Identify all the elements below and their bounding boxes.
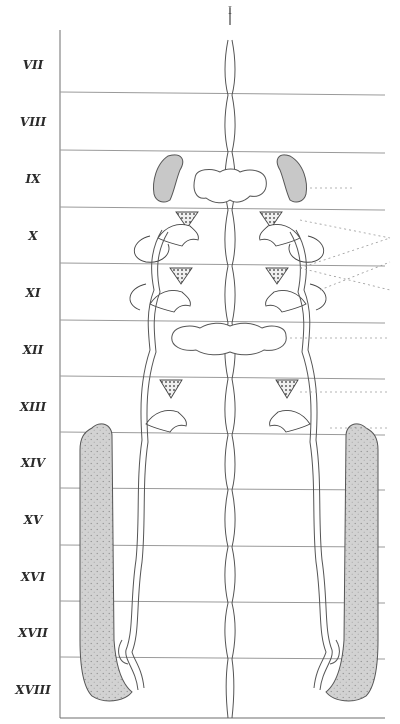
leader-line [300, 268, 390, 290]
lateral-ducts [119, 230, 340, 690]
left-funnel-organ [146, 411, 186, 433]
right-dotted-body [266, 268, 288, 284]
segment-label-x: X [8, 229, 58, 243]
separator-line [60, 207, 385, 210]
segment-label-xv: XV [8, 513, 58, 527]
cord-right-line [232, 40, 235, 718]
leader-line [300, 238, 390, 268]
left-funnel-organ [150, 291, 190, 313]
right-funnel-organ [260, 225, 300, 247]
segment-label-xviii: XVIII [8, 683, 58, 697]
lateral-sacs [80, 424, 378, 701]
segment-ix-organs [154, 155, 307, 203]
right-funnel-organ [266, 291, 306, 313]
right-dotted-body [276, 380, 298, 398]
left-loop [130, 284, 146, 310]
left-duct-hook [119, 640, 128, 664]
leader-line [300, 220, 390, 238]
ganglion-ix [194, 169, 266, 203]
separator-line [60, 92, 385, 95]
right-duct-hook [330, 640, 339, 664]
left-stippled-sac [80, 424, 132, 701]
right-loop [310, 284, 326, 310]
top-marker-label: I [228, 6, 232, 17]
segment-label-xi: XI [8, 286, 58, 300]
separator-line [60, 263, 385, 266]
ventral-nerve-cord [225, 40, 235, 718]
right-club-organ [277, 155, 306, 202]
segment-label-ix: IX [8, 172, 58, 186]
right-stippled-sac [326, 424, 378, 701]
segment-xiii-organs [146, 380, 310, 432]
segment-label-xvi: XVI [8, 570, 58, 584]
separator-line [60, 320, 385, 323]
right-funnel-organ [270, 411, 310, 433]
cord-left-line [225, 40, 228, 718]
left-dotted-body [170, 268, 192, 284]
segment-label-xvii: XVII [8, 626, 58, 640]
left-dotted-body [160, 380, 182, 398]
segment-label-xii: XII [8, 343, 58, 357]
segment-label-viii: VIII [8, 115, 58, 129]
leader-lines [290, 188, 390, 428]
left-club-organ [154, 155, 183, 202]
ganglion-xii [172, 323, 286, 355]
segment-label-xiv: XIV [8, 456, 58, 470]
segment-label-vii: VII [8, 58, 58, 72]
separator-line [60, 150, 385, 153]
segment-x-organs [134, 212, 323, 262]
left-funnel-organ [158, 225, 198, 247]
separator-line [60, 376, 385, 379]
segment-label-xiii: XIII [8, 400, 58, 414]
